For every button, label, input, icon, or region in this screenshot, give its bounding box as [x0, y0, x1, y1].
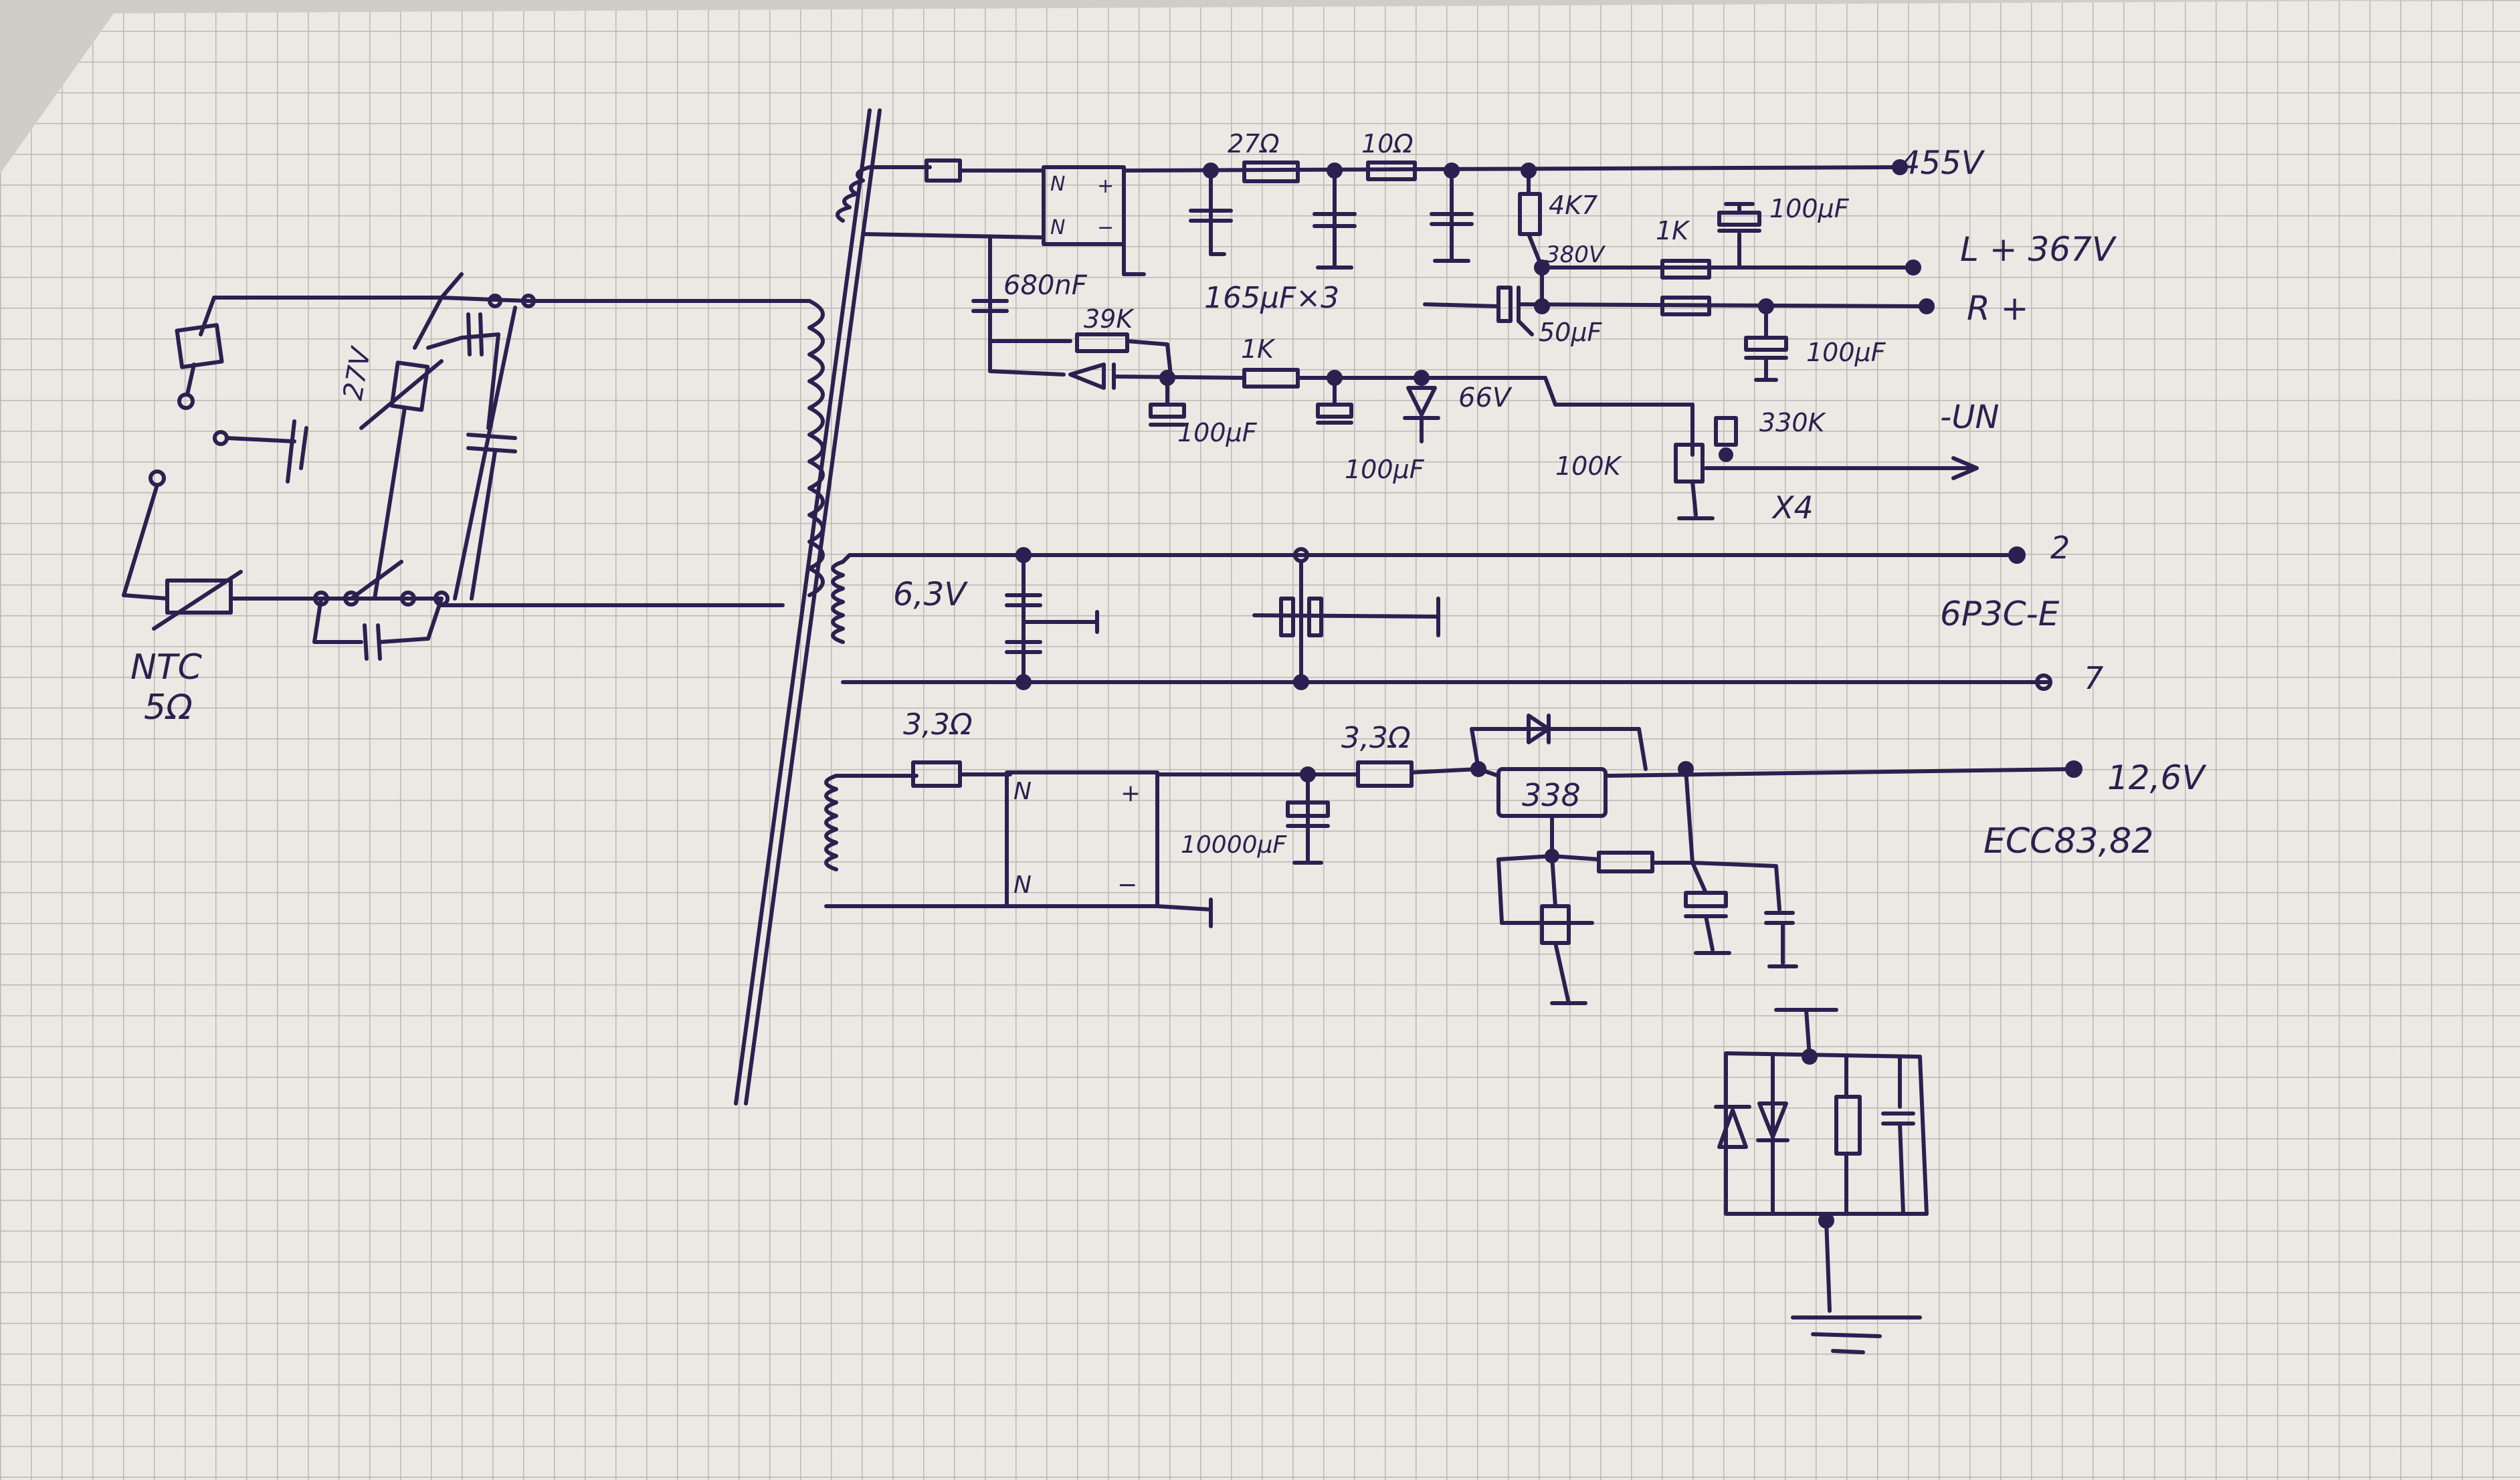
label-50uf: 50μF [1539, 318, 1603, 347]
label-rect-n1: N [1050, 173, 1065, 196]
label-10ohm: 10Ω [1361, 129, 1413, 158]
zener-66v [1406, 386, 1437, 417]
label-66v: 66V [1458, 383, 1513, 413]
label-4k7: 4K7 [1549, 191, 1597, 220]
diode-symbol [1068, 362, 1106, 390]
label-ntc-value: 5Ω [144, 688, 193, 728]
protection-diode [1527, 714, 1551, 744]
label-6p3c: 6P3C-E [1940, 595, 2060, 633]
label-100k: 100K [1555, 451, 1623, 481]
hv-supply-section [836, 158, 1979, 520]
hv-bridge-rectifier [1042, 165, 1126, 246]
protection-ground-section [1714, 1008, 1929, 1354]
label-ntc: NTC [130, 647, 203, 688]
mains-input-section [122, 272, 536, 661]
heater-6v3-section [831, 546, 2052, 691]
label-455v: 455V [1900, 144, 1985, 182]
label-pin-2: 2 [2050, 530, 2070, 566]
label-1k-b: 1K [1656, 216, 1690, 245]
label-3-3ohm-b: 3,3Ω [1341, 721, 1411, 755]
heater-12v6-section [824, 714, 2082, 1005]
label-165uf: 165μF×3 [1204, 281, 1339, 315]
resistor-330k [1714, 416, 1738, 447]
primary-winding [440, 299, 825, 607]
tvs-diode-1 [1717, 1108, 1748, 1149]
label-rect-p2: + [1121, 780, 1141, 807]
label-rect-n4: N [1013, 871, 1032, 899]
resistor-27ohm [1242, 161, 1300, 183]
label-10000uf: 10000μF [1181, 831, 1287, 859]
label-ecc: ECC83,82 [1983, 821, 2153, 861]
label-338: 338 [1522, 777, 1581, 813]
labels: NTC 5Ω 27V 455V 27Ω 10Ω 4K7 680nF 165μF×… [130, 129, 2207, 899]
label-rect-n3: N [1013, 778, 1032, 805]
resistor-1k-c [1660, 296, 1711, 316]
circuit-drawing [122, 108, 2082, 1354]
resistor-1k-b [1660, 259, 1711, 280]
label-x4: X4 [1771, 490, 1814, 526]
label-27ohm: 27Ω [1228, 129, 1279, 158]
resistor-100k [1674, 443, 1705, 484]
label-330k: 330K [1759, 408, 1827, 437]
resistor-10ohm [1366, 161, 1417, 181]
label-6-3v: 6,3V [893, 576, 968, 613]
label-12-6v: 12,6V [2107, 758, 2207, 797]
label-rect-m2: − [1117, 871, 1137, 899]
label-neg-un: -UN [1940, 399, 1999, 436]
tvs-diode-2 [1757, 1101, 1788, 1139]
label-rect-n2: N [1050, 216, 1065, 239]
label-100uf-c: 100μF [1769, 194, 1850, 223]
label-1k-a: 1K [1241, 334, 1276, 364]
label-100uf-d: 100μF [1806, 338, 1886, 367]
label-rect-p1: + [1097, 175, 1114, 198]
fuse-symbol [175, 323, 224, 369]
neg-arrow [1951, 456, 1979, 480]
label-rect-m1: − [1097, 216, 1114, 239]
transformer-core [734, 108, 882, 1105]
label-r-plus: R + [1967, 289, 2029, 328]
label-380v: 380V [1545, 241, 1606, 268]
label-100uf-a: 100μF [1177, 418, 1258, 447]
label-pin-7: 7 [2084, 660, 2103, 696]
label-39k: 39K [1084, 304, 1135, 334]
label-680nf: 680nF [1003, 270, 1088, 301]
label-3-3ohm-a: 3,3Ω [903, 708, 973, 742]
lv-bridge-rectifier [1005, 770, 1159, 908]
label-100uf-b: 100μF [1345, 455, 1425, 484]
label-l-plus: L + 367V [1960, 230, 2117, 269]
